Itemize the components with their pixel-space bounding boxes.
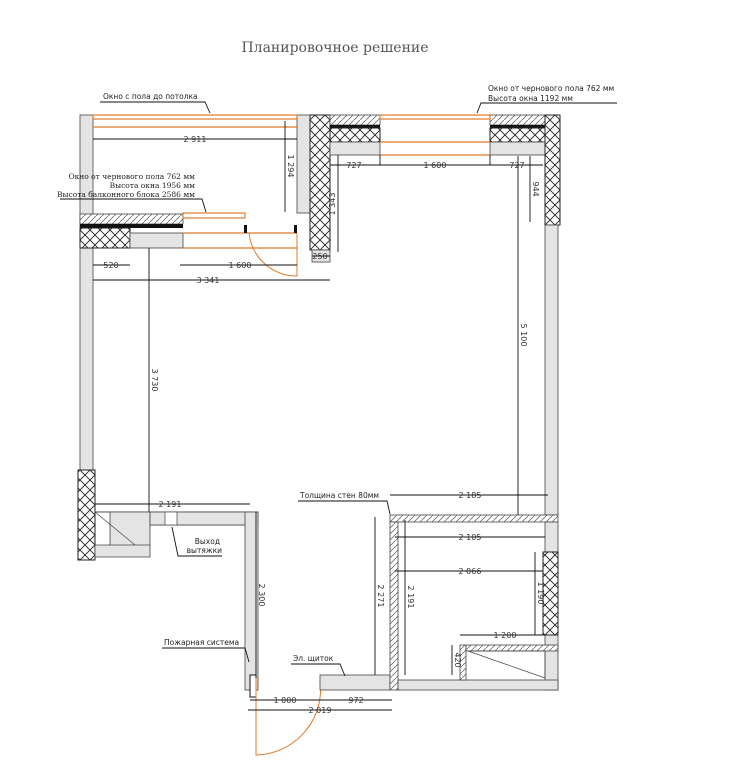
dim-bath-inner-height: 2 191 xyxy=(406,586,415,609)
note-fire-system: Пожарная система xyxy=(164,638,239,647)
vent-diagonal xyxy=(94,511,136,546)
dim-bath-width-2: 2 066 xyxy=(459,567,482,576)
dim-column-width: 250 xyxy=(312,252,327,261)
dimension-lines xyxy=(93,121,548,711)
dim-balcony-left: 520 xyxy=(103,261,118,270)
sill-left-strip xyxy=(330,125,380,128)
note-vent-2: вытяжки xyxy=(187,546,223,555)
dimension-labels: 2 911 1 294 1 343 727 1 600 727 944 5 10… xyxy=(103,135,545,715)
right-wall xyxy=(544,224,559,516)
dim-bath-step: 420 xyxy=(453,652,462,667)
column-bottom-left xyxy=(77,469,96,561)
column-right xyxy=(544,114,561,226)
note-right-window-2: Высота окна 1192 мм xyxy=(488,94,573,103)
dim-balcony-door: 1 600 xyxy=(229,261,252,270)
floor-window xyxy=(92,114,298,120)
dim-left-width: 3 341 xyxy=(197,276,220,285)
dim-bath-width-1: 2 105 xyxy=(459,533,482,542)
sill-right-block xyxy=(489,127,546,143)
balcony-wall xyxy=(129,232,184,249)
balcony-sill xyxy=(79,213,184,225)
dim-top-width: 2 911 xyxy=(184,135,207,144)
dim-right-top: 944 xyxy=(531,181,540,196)
door-jamb-left xyxy=(244,225,247,233)
sill-right-strip xyxy=(490,125,545,128)
balcony-block xyxy=(79,227,131,249)
plan-title: Планировочное решение xyxy=(241,40,429,56)
column-left xyxy=(309,114,331,251)
dim-corridor-height: 2 300 xyxy=(257,584,266,607)
dim-top-right-wall: 1 294 xyxy=(286,155,295,178)
balcony-door-swing xyxy=(248,232,298,277)
note-wall-thickness: Толщина стен 80мм xyxy=(299,491,379,500)
note-floor-window: Окно с пола до потолка xyxy=(103,92,198,101)
dim-column-height: 1 343 xyxy=(328,193,337,216)
dim-entry-right: 972 xyxy=(348,696,363,705)
sill-right xyxy=(489,114,546,126)
dim-bath-outer-height: 2 271 xyxy=(376,585,385,608)
dim-bath-niche: 1 200 xyxy=(494,631,517,640)
dim-entry-door: 1 000 xyxy=(274,696,297,705)
niche-diagonal xyxy=(467,650,546,679)
note-balcony-3: Высота балконного блока 2586 мм xyxy=(57,190,195,199)
walls xyxy=(77,114,561,756)
entry-jamb xyxy=(249,674,257,698)
sill-right-wall xyxy=(489,141,546,156)
note-balcony-2: Высота окна 1956 мм xyxy=(110,181,196,190)
dim-bath-column: 1 190 xyxy=(536,582,545,605)
dim-vent-width: 2 191 xyxy=(159,500,182,509)
balcony-strip xyxy=(80,224,183,228)
bath-bottom-wall xyxy=(397,679,559,691)
dim-entry-total: 2 019 xyxy=(309,706,332,715)
panel-wall xyxy=(319,674,391,691)
sill-left-block xyxy=(329,127,381,143)
dim-bath-outer-width: 2 185 xyxy=(459,491,482,500)
bath-column xyxy=(542,551,559,636)
top-window xyxy=(379,114,491,120)
dim-right-height: 5 100 xyxy=(519,324,528,347)
bath-left-wall xyxy=(389,521,399,691)
niche-wall xyxy=(459,644,467,681)
top-inner-wall xyxy=(296,114,311,214)
note-balcony-1: Окно от чернового пола 762 мм xyxy=(68,172,195,181)
sill-left-wall xyxy=(329,141,381,156)
bath-top-wall xyxy=(389,514,559,523)
dim-win-center: 1 600 xyxy=(424,161,447,170)
note-right-window-1: Окно от чернового пола 762 мм xyxy=(488,84,614,93)
dim-left-height: 3 730 xyxy=(150,369,159,392)
niche-top xyxy=(465,644,559,652)
vent-outlet xyxy=(164,511,178,526)
door-jamb-right xyxy=(294,225,297,233)
left-wall xyxy=(79,114,94,471)
dim-win-right: 727 xyxy=(509,161,524,170)
annotations: Окно с пола до потолка Окно от чернового… xyxy=(57,84,617,677)
sill-left xyxy=(329,114,381,126)
dim-win-left: 727 xyxy=(346,161,361,170)
entry-door-swing xyxy=(255,678,322,756)
note-electric-panel: Эл. щиток xyxy=(293,654,334,663)
note-vent-1: Выход xyxy=(195,537,220,546)
balcony-window xyxy=(182,212,246,219)
